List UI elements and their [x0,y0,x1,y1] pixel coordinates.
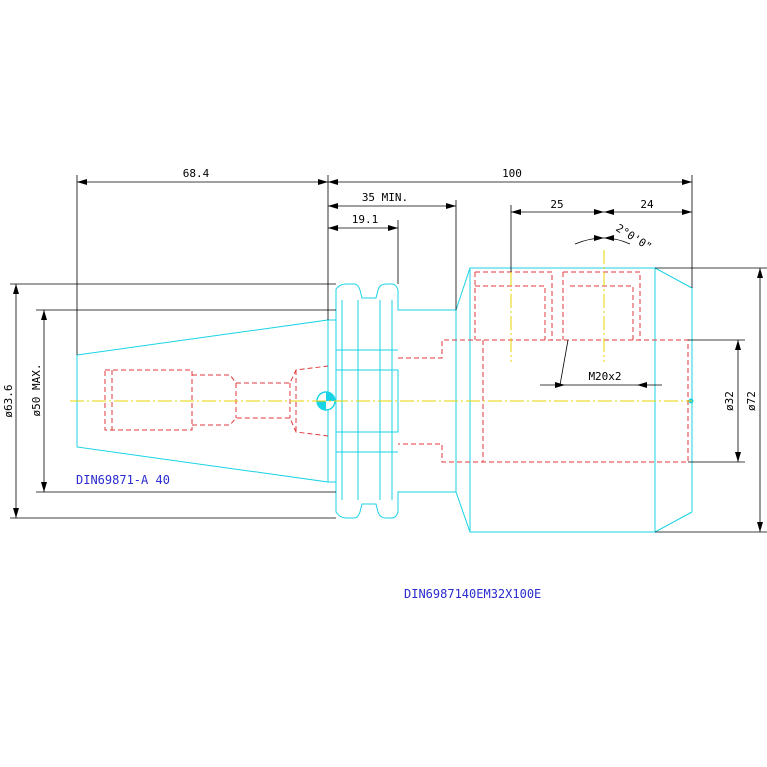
hidden-lines [104,271,689,463]
dim-flange-length: 19.1 [352,213,379,226]
dim-dia-32: ø32 [723,391,736,411]
dim-thread: M20x2 [588,370,621,383]
dim-overall-length: 100 [502,167,522,180]
dim-taper-length: 68.4 [183,167,210,180]
flange-outline [328,267,693,321]
dim-angle: 2°0'0" [613,222,654,254]
dim-min-length: 35 MIN. [362,191,408,204]
dimension-labels: 68.4 100 35 MIN. 19.1 25 24 2°0'0" M20x2… [2,167,758,418]
center-lines [70,250,692,402]
standard-label: DIN69871-A 40 [76,473,170,487]
dim-dia-72: ø72 [745,391,758,411]
part-number-label: DIN6987140EM32X100E [404,587,541,601]
dim-dia-50: ø50 MAX. [30,364,43,417]
dim-dia-63-6: ø63.6 [2,384,15,417]
dim-24: 24 [640,198,654,211]
dimensions [10,175,767,533]
dim-25: 25 [550,198,563,211]
